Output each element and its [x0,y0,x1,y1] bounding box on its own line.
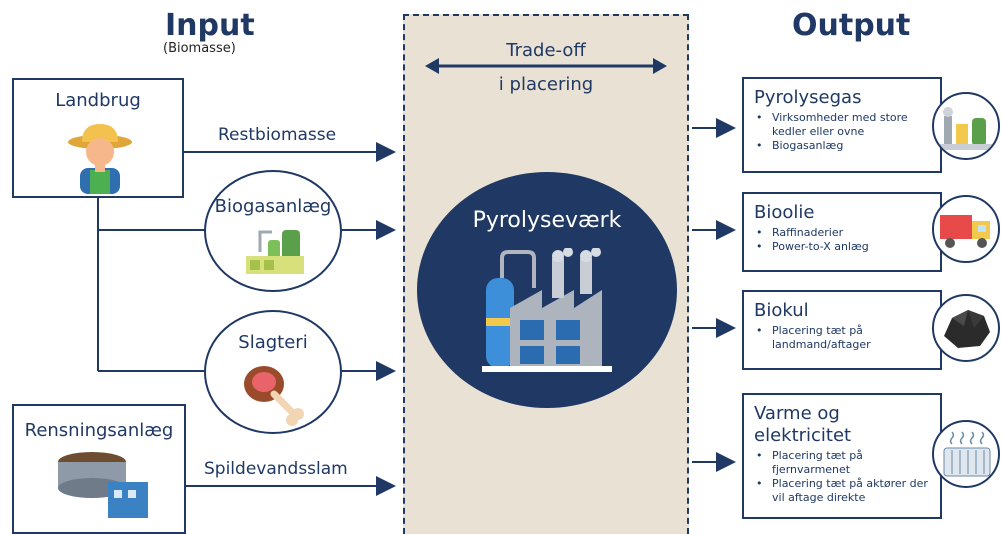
tradeoff-line1: Trade-off [506,40,586,61]
output-bullet: Placering tæt på aktører der vil aftage … [756,477,930,505]
coal-icon [932,294,1000,362]
output-box-pyrolysegas: Pyrolysegas Virksomheder med store kedle… [742,77,942,173]
factory-icon [932,92,1000,160]
slagteri-oval: Slagteri [204,310,342,434]
output-title: Varme og elektricitet [754,403,852,446]
biogasanlaeg-label: Biogasanlæg [214,196,332,217]
rensningsanlaeg-title: Rensningsanlæg [24,420,174,441]
output-bullet: Placering tæt på fjernvarmenet [756,449,930,477]
output-box-varme: Varme og elektricitet Placering tæt på f… [742,393,942,519]
output-bullet: Biogasanlæg [756,139,924,153]
biogasanlaeg-oval: Biogasanlæg [204,170,342,292]
output-box-biokul: Biokul Placering tæt på landmand/aftager [742,290,942,370]
output-box-bioolie: Bioolie Raffinaderier Power-to-X anlæg [742,192,942,272]
treatment-plant-icon [58,452,148,518]
tradeoff-double-arrow [425,58,667,74]
input-connectors [97,142,396,496]
truck-icon [932,195,1000,263]
output-bullet: Virksomheder med store kedler eller ovne [756,111,924,139]
pyrolysis-plant-label: Pyrolyseværk [472,208,622,233]
pyrolysis-plant-icon [482,248,612,372]
output-bullet: Raffinaderier [756,226,924,240]
output-bullet: Placering tæt på landmand/aftager [756,324,924,352]
farmer-icon [68,124,132,194]
input-heading: Input [165,8,255,43]
output-title: Bioolie [754,202,815,223]
meat-leg-icon [244,366,304,426]
output-heading: Output [792,8,911,43]
output-title: Pyrolysegas [754,87,862,108]
output-bullet: Power-to-X anlæg [756,240,924,254]
output-connectors [692,118,736,472]
rensningsanlaeg-box: Rensningsanlæg [12,404,186,534]
radiator-icon [932,420,1000,488]
biogas-plant-icon [246,230,304,274]
landbrug-title: Landbrug [55,90,141,111]
input-subheading: (Biomasse) [163,41,236,56]
output-title: Biokul [754,300,809,321]
restbiomasse-label: Restbiomasse [218,125,337,145]
tradeoff-line2: i placering [498,74,594,95]
spildevandsslam-label: Spildevandsslam [204,459,348,479]
slagteri-label: Slagteri [238,332,308,353]
landbrug-box: Landbrug [12,78,184,198]
